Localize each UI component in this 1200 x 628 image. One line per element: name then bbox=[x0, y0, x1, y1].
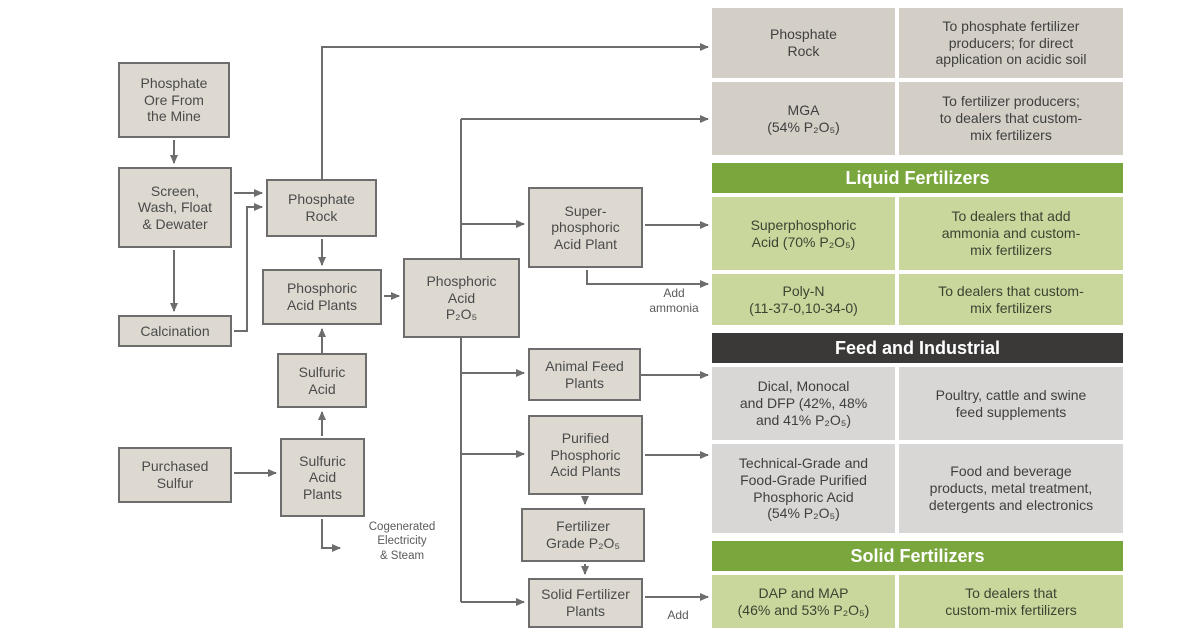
table-row-mga: MGA (54% P₂O₅) To fertilizer producers; … bbox=[712, 82, 1123, 155]
product-cell: Phosphate Rock bbox=[712, 8, 895, 78]
destination-cell: To dealers that custom- mix fertilizers bbox=[899, 274, 1123, 325]
table-row-dical-monocal: Dical, Monocal and DFP (42%, 48% and 41%… bbox=[712, 367, 1123, 440]
flow-box-superphosphoric-acid-plant: Super- phosphoric Acid Plant bbox=[528, 187, 643, 268]
product-cell: Superphosphoric Acid (70% P₂O₅) bbox=[712, 197, 895, 270]
destination-cell: Poultry, cattle and swine feed supplemen… bbox=[899, 367, 1123, 440]
table-row-superphosphoric-acid: Superphosphoric Acid (70% P₂O₅) To deale… bbox=[712, 197, 1123, 270]
flow-box-phosphoric-acid: Phosphoric Acid P₂O₅ bbox=[403, 258, 520, 338]
flow-box-screen-wash-float: Screen, Wash, Float & Dewater bbox=[118, 167, 232, 248]
table-row-phosphate-rock: Phosphate Rock To phosphate fertilizer p… bbox=[712, 8, 1123, 78]
flow-box-phosphoric-acid-plants: Phosphoric Acid Plants bbox=[262, 269, 382, 325]
destination-cell: To phosphate fertilizer producers; for d… bbox=[899, 8, 1123, 78]
table-row-dap-map: DAP and MAP (46% and 53% P₂O₅) To dealer… bbox=[712, 575, 1123, 628]
destination-cell: To fertilizer producers; to dealers that… bbox=[899, 82, 1123, 155]
destination-cell: To dealers that custom-mix fertilizers bbox=[899, 575, 1123, 628]
note-cogenerated-electricity: Cogenerated Electricity & Steam bbox=[368, 521, 436, 562]
flow-box-animal-feed-plants: Animal Feed Plants bbox=[528, 348, 641, 401]
flow-box-fertilizer-grade-p2o5: Fertilizer Grade P₂O₅ bbox=[521, 508, 645, 562]
product-cell: MGA (54% P₂O₅) bbox=[712, 82, 895, 155]
flow-box-sulfuric-acid: Sulfuric Acid bbox=[277, 353, 367, 408]
product-cell: DAP and MAP (46% and 53% P₂O₅) bbox=[712, 575, 895, 628]
flow-box-phosphate-rock: Phosphate Rock bbox=[266, 179, 377, 237]
table-header-solid-fertilizers: Solid Fertilizers bbox=[712, 541, 1123, 571]
table-row-poly-n: Poly-N (11-37-0,10-34-0) To dealers that… bbox=[712, 274, 1123, 325]
flow-box-phosphate-ore: Phosphate Ore From the Mine bbox=[118, 62, 230, 138]
note-add-ammonia-bottom: Add bbox=[667, 608, 689, 622]
destination-cell: To dealers that add ammonia and custom- … bbox=[899, 197, 1123, 270]
flow-box-purified-phosphoric-acid-plants: Purified Phosphoric Acid Plants bbox=[528, 415, 643, 495]
flow-box-purchased-sulfur: Purchased Sulfur bbox=[118, 447, 232, 503]
destination-cell: Food and beverage products, metal treatm… bbox=[899, 444, 1123, 533]
flow-box-sulfuric-acid-plants: Sulfuric Acid Plants bbox=[280, 438, 365, 517]
table-header-liquid-fertilizers: Liquid Fertilizers bbox=[712, 163, 1123, 193]
flow-box-solid-fertilizer-plants: Solid Fertilizer Plants bbox=[528, 578, 643, 628]
flow-box-calcination: Calcination bbox=[118, 315, 232, 347]
table-header-feed-and-industrial: Feed and Industrial bbox=[712, 333, 1123, 363]
product-cell: Poly-N (11-37-0,10-34-0) bbox=[712, 274, 895, 325]
product-cell: Technical-Grade and Food-Grade Purified … bbox=[712, 444, 895, 533]
product-cell: Dical, Monocal and DFP (42%, 48% and 41%… bbox=[712, 367, 895, 440]
note-add-ammonia: Add ammonia bbox=[649, 286, 699, 315]
table-row-technical-grade: Technical-Grade and Food-Grade Purified … bbox=[712, 444, 1123, 533]
